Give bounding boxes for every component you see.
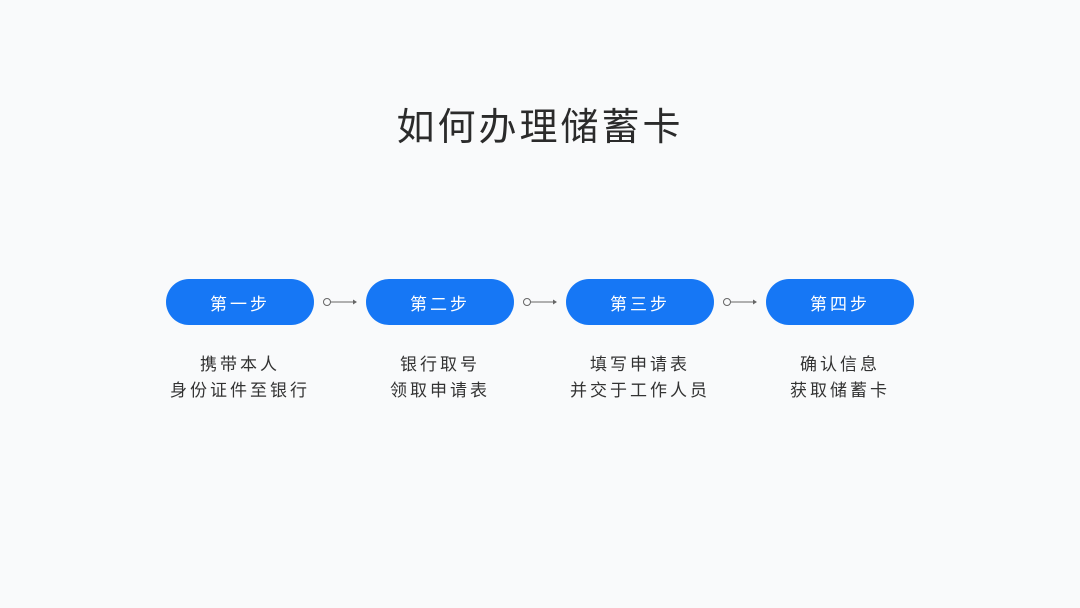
step-4-description: 确认信息 获取储蓄卡 (736, 352, 944, 404)
arrow-connector-1 (323, 298, 357, 306)
step-4-pill: 第四步 (766, 279, 914, 325)
arrow-connector-2 (523, 298, 557, 306)
step-1-pill: 第一步 (166, 279, 314, 325)
step-1-description: 携带本人 身份证件至银行 (136, 352, 344, 404)
connector-arrowhead (753, 299, 757, 305)
step-3-description: 填写申请表 并交于工作人员 (536, 352, 744, 404)
connector-start-circle (723, 298, 731, 306)
step-4-line-1: 确认信息 (800, 355, 880, 375)
step-1-line-1: 携带本人 (200, 355, 280, 375)
step-2-pill: 第二步 (366, 279, 514, 325)
connector-arrowhead (353, 299, 357, 305)
step-2-line-1: 银行取号 (400, 355, 480, 375)
step-3-line-2: 并交于工作人员 (570, 381, 710, 401)
step-1: 第一步 携带本人 身份证件至银行 (166, 279, 314, 401)
step-4-line-2: 获取储蓄卡 (790, 381, 890, 401)
step-2: 第二步 银行取号 领取申请表 (366, 279, 514, 401)
connector-start-circle (323, 298, 331, 306)
step-4: 第四步 确认信息 获取储蓄卡 (766, 279, 914, 401)
arrow-connector-3 (723, 298, 757, 306)
step-1-line-2: 身份证件至银行 (170, 381, 310, 401)
step-2-description: 银行取号 领取申请表 (336, 352, 544, 404)
step-3-pill: 第三步 (566, 279, 714, 325)
step-3-line-1: 填写申请表 (590, 355, 690, 375)
step-3: 第三步 填写申请表 并交于工作人员 (566, 279, 714, 401)
connector-start-circle (523, 298, 531, 306)
page-title: 如何办理储蓄卡 (396, 105, 684, 149)
step-2-line-2: 领取申请表 (390, 381, 490, 401)
connector-arrowhead (553, 299, 557, 305)
